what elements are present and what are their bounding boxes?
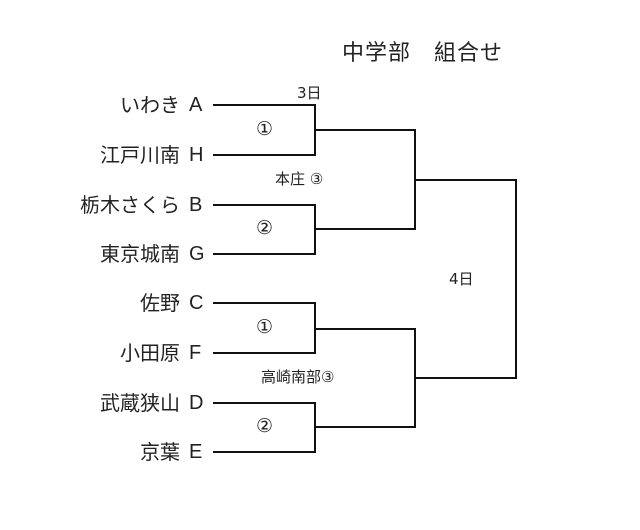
team-seed: B <box>189 194 203 216</box>
venue-label: 本庄 ③ <box>275 170 324 188</box>
team-seed: F <box>189 342 202 364</box>
team-name: いわき <box>120 93 180 117</box>
venue-label: 高崎南部③ <box>261 368 335 386</box>
day-label: 4日 <box>449 270 474 288</box>
page-title: 中学部 組合せ <box>342 41 504 66</box>
team-name: 京葉 <box>140 440 180 464</box>
bracket-final <box>415 179 517 379</box>
day-label: 3日 <box>297 84 322 102</box>
bracket-upper-semifinal <box>315 129 416 230</box>
team-name: 栃木さくら <box>80 193 180 217</box>
team-seed: D <box>189 392 204 414</box>
team-seed: A <box>189 94 203 116</box>
match-number: ① <box>256 316 274 338</box>
match-number: ② <box>256 415 274 437</box>
match-number: ② <box>256 217 274 239</box>
team-seed: H <box>189 144 204 166</box>
team-name: 武蔵狭山 <box>100 391 180 415</box>
team-name: 江戸川南 <box>100 143 180 167</box>
team-seed: E <box>189 441 203 463</box>
team-name: 小田原 <box>120 341 180 365</box>
team-seed: G <box>189 243 205 265</box>
team-name: 佐野 <box>140 291 180 315</box>
team-name: 東京城南 <box>100 242 180 266</box>
team-seed: C <box>189 292 204 314</box>
match-number: ① <box>256 118 274 140</box>
